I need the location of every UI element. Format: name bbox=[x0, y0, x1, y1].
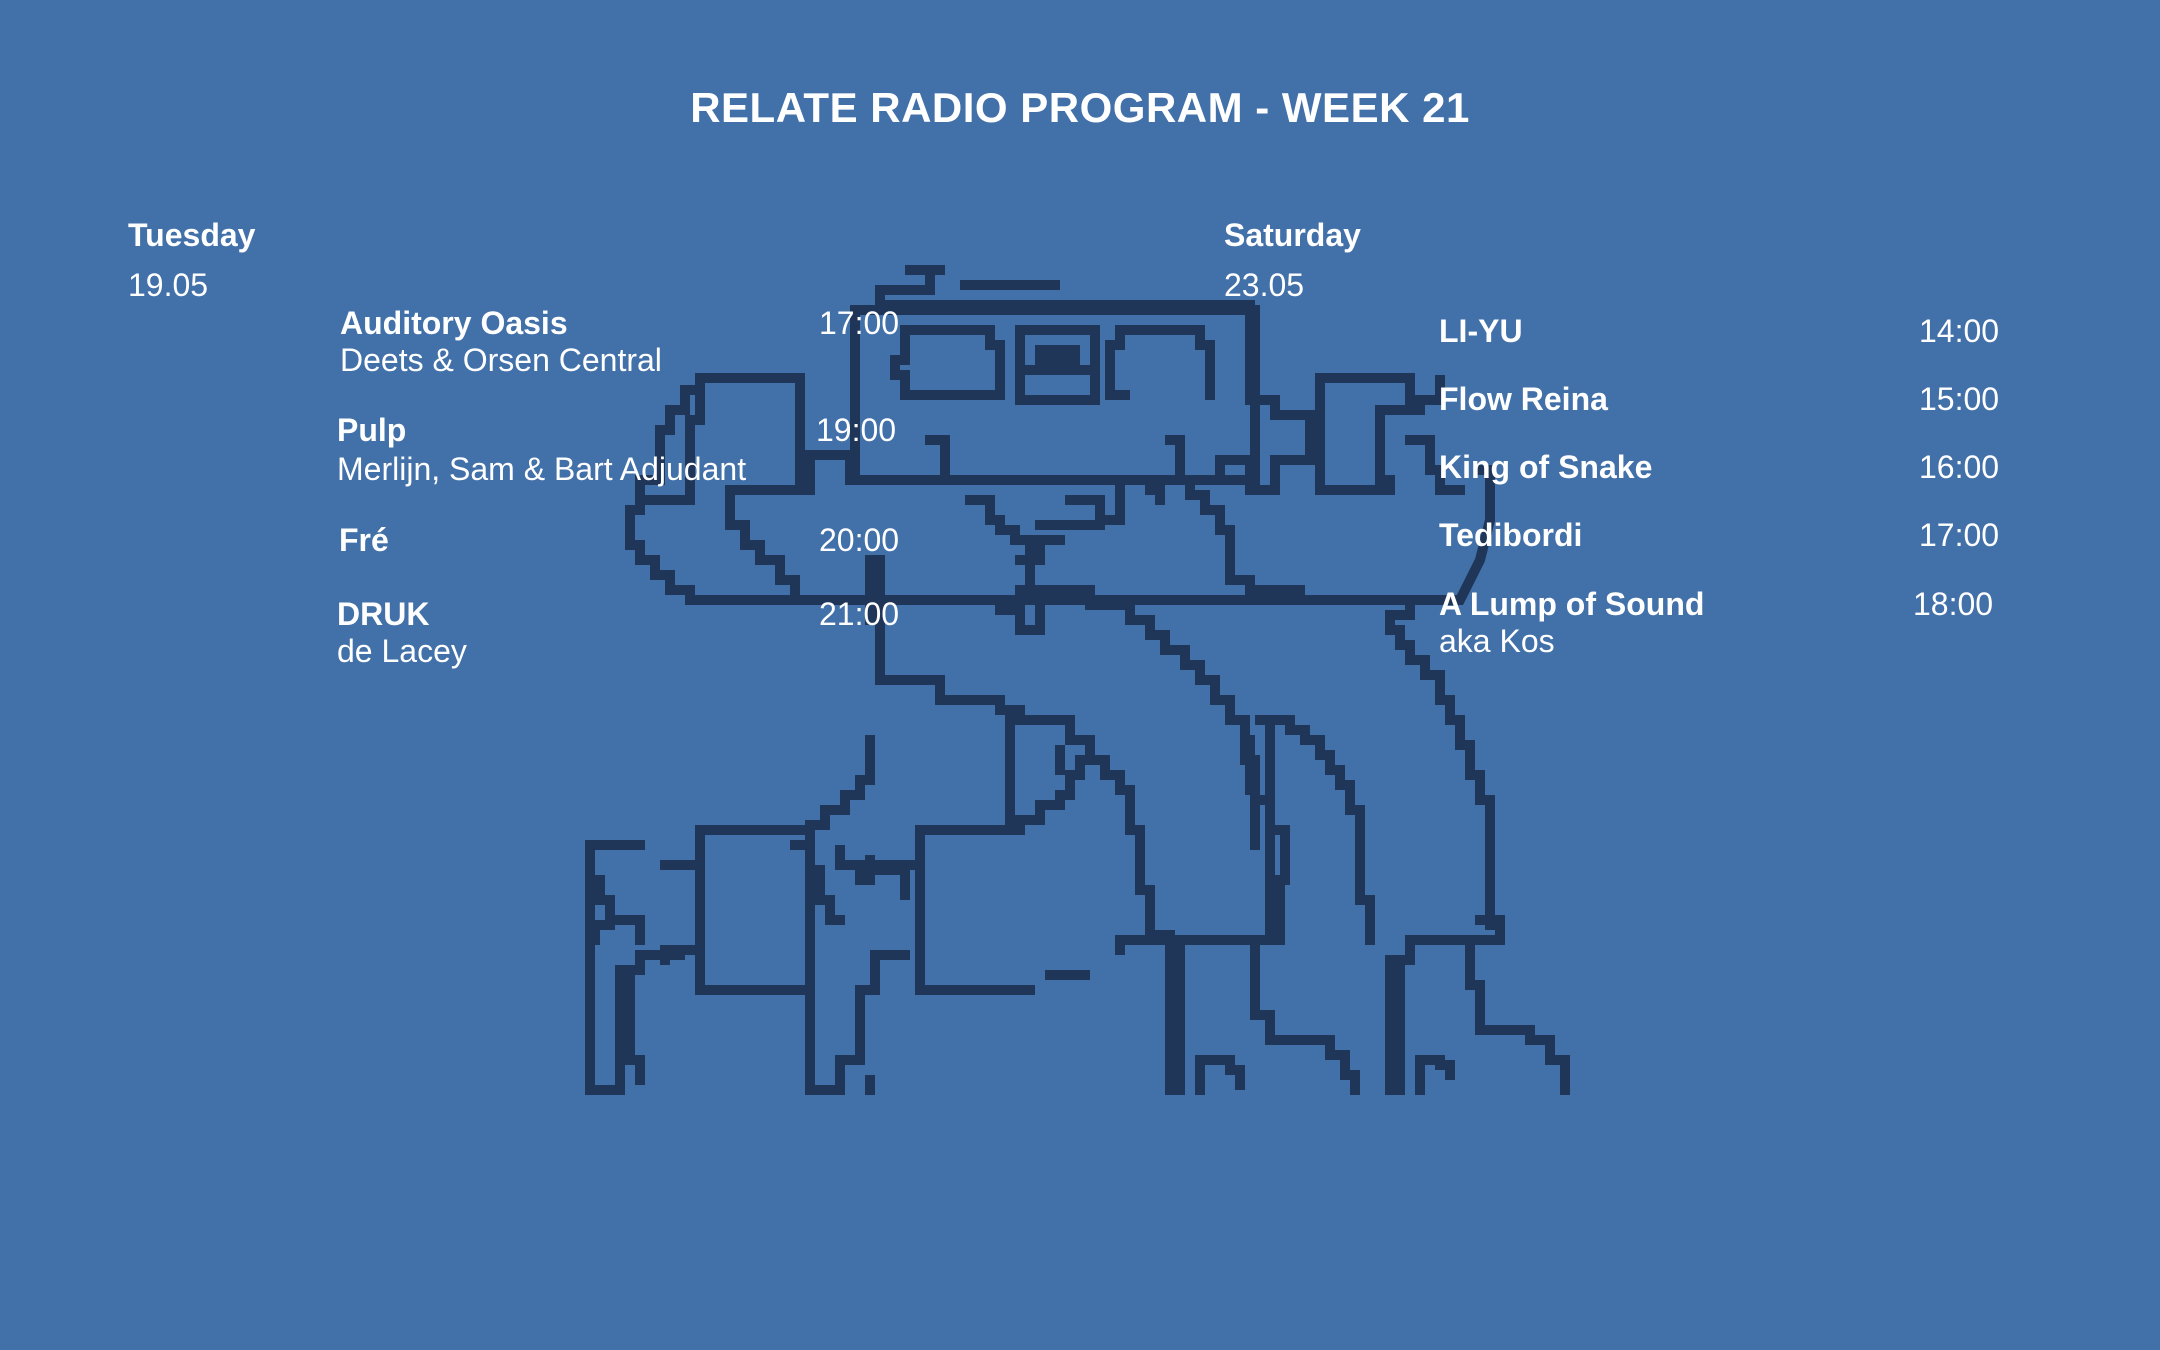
show-host: Deets & Orsen Central bbox=[340, 342, 662, 378]
page-title: RELATE RADIO PROGRAM - WEEK 21 bbox=[690, 84, 1470, 131]
show-host: aka Kos bbox=[1439, 623, 1555, 659]
show-entry: King of Snake 16:00 bbox=[1439, 449, 1999, 485]
show-time: 16:00 bbox=[1919, 449, 2000, 485]
show-host: Merlijn, Sam & Bart Adjudant bbox=[337, 451, 747, 487]
show-name: Tedibordi bbox=[1439, 517, 1583, 553]
show-time: 19:00 bbox=[816, 412, 897, 448]
day-date-saturday: 23.05 bbox=[1224, 267, 1305, 303]
day-name-saturday: Saturday bbox=[1224, 217, 1361, 253]
show-time: 15:00 bbox=[1919, 381, 2000, 417]
day-name-tuesday: Tuesday bbox=[128, 217, 256, 253]
show-name: Fré bbox=[339, 522, 389, 558]
show-time: 17:00 bbox=[819, 305, 900, 341]
show-host: de Lacey bbox=[337, 633, 467, 669]
show-name: A Lump of Sound bbox=[1439, 586, 1705, 622]
show-time: 21:00 bbox=[819, 596, 900, 632]
show-name: Auditory Oasis bbox=[340, 305, 568, 341]
show-time: 14:00 bbox=[1919, 313, 2000, 349]
show-name: Pulp bbox=[337, 412, 407, 448]
show-entry: Fré 20:00 bbox=[339, 522, 899, 558]
show-name: King of Snake bbox=[1439, 449, 1653, 485]
show-entry: Tedibordi 17:00 bbox=[1439, 517, 1999, 553]
show-name: Flow Reina bbox=[1439, 381, 1608, 417]
show-time: 17:00 bbox=[1919, 517, 2000, 553]
show-entry: A Lump of Sound aka Kos 18:00 bbox=[1439, 586, 1993, 660]
show-entry: Pulp Merlijn, Sam & Bart Adjudant 19:00 bbox=[337, 412, 896, 488]
show-entry: Auditory Oasis Deets & Orsen Central 17:… bbox=[340, 305, 899, 379]
show-name: LI-YU bbox=[1439, 313, 1523, 349]
show-entry: DRUK de Lacey 21:00 bbox=[337, 596, 899, 670]
day-date-tuesday: 19.05 bbox=[128, 267, 209, 303]
show-entry: Flow Reina 15:00 bbox=[1439, 381, 1999, 417]
show-time: 20:00 bbox=[819, 522, 900, 558]
show-entry: LI-YU 14:00 bbox=[1439, 313, 1999, 349]
show-time: 18:00 bbox=[1913, 586, 1994, 622]
show-name: DRUK bbox=[337, 596, 430, 632]
